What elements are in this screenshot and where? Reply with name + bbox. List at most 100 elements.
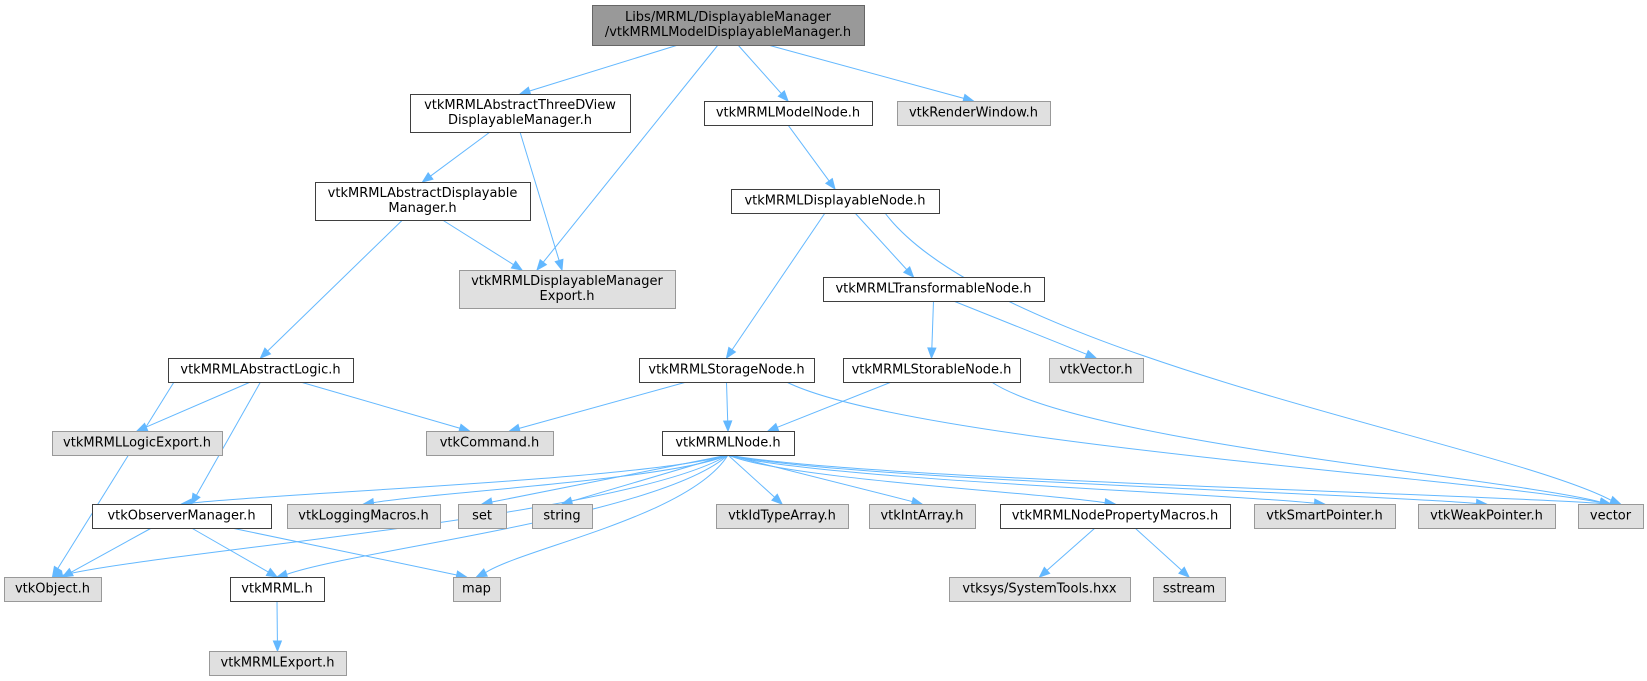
node-box	[1254, 504, 1396, 529]
arrowhead-icon	[458, 423, 471, 433]
edge-line	[1046, 527, 1096, 571]
node-intarray: vtkIntArray.h	[869, 504, 976, 529]
node-label: vtkObserverManager.h	[107, 509, 255, 524]
node-box	[230, 577, 325, 602]
node-label: sstream	[1163, 582, 1215, 597]
arrowhead-icon	[777, 90, 789, 103]
arrowhead-icon	[722, 420, 733, 433]
arrowhead-icon	[61, 567, 74, 578]
node-smartptr: vtkSmartPointer.h	[1254, 504, 1396, 529]
arrowhead-icon	[272, 640, 283, 653]
edge-propmacros-to-systools	[1038, 527, 1096, 578]
node-label: vtkMRMLStorageNode.h	[648, 363, 804, 378]
node-label: vtkWeakPointer.h	[1430, 509, 1543, 524]
edge-mrmlnode-to-idtype	[727, 454, 783, 505]
edge-root-to-abs3d	[518, 44, 679, 96]
node-label: vtkMRMLAbstractThreeDView	[424, 98, 616, 113]
edge-line	[519, 381, 687, 429]
node-box	[209, 651, 347, 676]
node-weakptr: vtkWeakPointer.h	[1418, 504, 1556, 529]
node-label: Libs/MRML/DisplayableManager	[625, 10, 832, 25]
node-idtype: vtkIdTypeArray.h	[716, 504, 849, 529]
edge-line	[727, 454, 1601, 504]
edge-root-to-dmexport	[536, 44, 719, 272]
node-label: vtkMRMLAbstractDisplayable	[328, 186, 518, 201]
node-string: string	[532, 504, 593, 529]
arrowhead-icon	[1608, 495, 1622, 505]
node-label: string	[543, 509, 580, 524]
node-box	[532, 504, 593, 529]
edge-line	[991, 381, 1601, 503]
node-abs3d[interactable]: vtkMRMLAbstractThreeDViewDisplayableMana…	[410, 94, 631, 133]
node-label: vtkIntArray.h	[880, 509, 963, 524]
arrowhead-icon	[560, 496, 574, 506]
arrowhead-icon	[518, 86, 532, 96]
node-vtkmrml[interactable]: vtkMRML.h	[230, 577, 325, 602]
edge-storagenode-to-mrmlnode	[722, 381, 733, 433]
node-box	[1000, 504, 1231, 529]
node-label: /vtkMRMLModelDisplayableManager.h	[605, 25, 851, 40]
node-mrmlnode[interactable]: vtkMRMLNode.h	[662, 431, 795, 456]
edge-line	[731, 212, 826, 351]
arrowhead-icon	[554, 258, 564, 272]
edge-dispnode-to-transnode	[854, 212, 915, 278]
edge-line	[430, 131, 491, 177]
node-obsmgr[interactable]: vtkObserverManager.h	[92, 504, 272, 529]
node-logicexport: vtkMRMLLogicExport.h	[52, 431, 223, 456]
edge-line	[300, 381, 461, 429]
node-transnode[interactable]: vtkMRMLTransformableNode.h	[823, 277, 1045, 302]
edge-abs3d-to-absdm	[421, 131, 491, 183]
edge-vtkmrml-to-mrmlexport	[272, 600, 283, 653]
edge-line	[231, 527, 457, 576]
arrowhead-icon	[1038, 566, 1051, 578]
edge-line	[542, 44, 719, 263]
edge-line	[267, 219, 403, 352]
node-modelnode[interactable]: vtkMRMLModelNode.h	[704, 101, 873, 126]
arrowhead-icon	[1178, 566, 1190, 578]
node-propmacros[interactable]: vtkMRMLNodePropertyMacros.h	[1000, 504, 1231, 529]
node-box	[731, 189, 940, 214]
edge-line	[854, 212, 908, 270]
node-label: DisplayableManager.h	[448, 113, 592, 128]
arrowhead-icon	[771, 493, 783, 505]
edge-propmacros-to-sstream	[1134, 527, 1190, 578]
edge-line	[373, 454, 729, 504]
edge-line	[884, 212, 1612, 501]
node-label: vtksys/SystemTools.hxx	[962, 582, 1117, 597]
node-box	[704, 101, 873, 126]
node-box	[843, 358, 1021, 383]
edge-line	[191, 527, 269, 573]
edge-abslogic-to-obsmgr	[190, 381, 261, 506]
node-set: set	[458, 504, 507, 529]
edge-line	[286, 454, 729, 575]
node-box	[662, 431, 795, 456]
node-label: vtkMRMLLogicExport.h	[63, 436, 211, 451]
node-storablenode[interactable]: vtkMRMLStorableNode.h	[843, 358, 1021, 383]
edge-transnode-to-storablenode	[927, 300, 937, 360]
node-label: vtkMRML.h	[241, 582, 312, 597]
edge-obsmgr-to-vtkmrml	[191, 527, 279, 578]
node-storagenode[interactable]: vtkMRMLStorageNode.h	[639, 358, 815, 383]
arrowhead-icon	[1084, 349, 1098, 359]
arrowhead-icon	[510, 260, 524, 271]
node-root[interactable]: Libs/MRML/DisplayableManager/vtkMRMLMode…	[592, 5, 865, 46]
arrowhead-icon	[766, 422, 780, 432]
node-abslogic[interactable]: vtkMRMLAbstractLogic.h	[168, 358, 354, 383]
node-box	[4, 577, 102, 602]
node-box	[453, 577, 501, 602]
edge-line	[726, 381, 729, 422]
node-box	[1049, 358, 1144, 383]
edge-line	[953, 300, 1087, 355]
edge-mrmlnode-to-map	[475, 454, 729, 578]
edge-storablenode-to-vector	[991, 381, 1612, 507]
edge-absdm-to-abslogic	[259, 219, 403, 359]
edge-line	[727, 454, 1477, 504]
edge-line	[727, 454, 913, 503]
arrowhead-icon	[475, 568, 489, 578]
node-dispnode[interactable]: vtkMRMLDisplayableNode.h	[731, 189, 940, 214]
edge-line	[57, 381, 175, 569]
edge-obsmgr-to-map	[231, 527, 468, 580]
arrowhead-icon	[190, 492, 201, 506]
